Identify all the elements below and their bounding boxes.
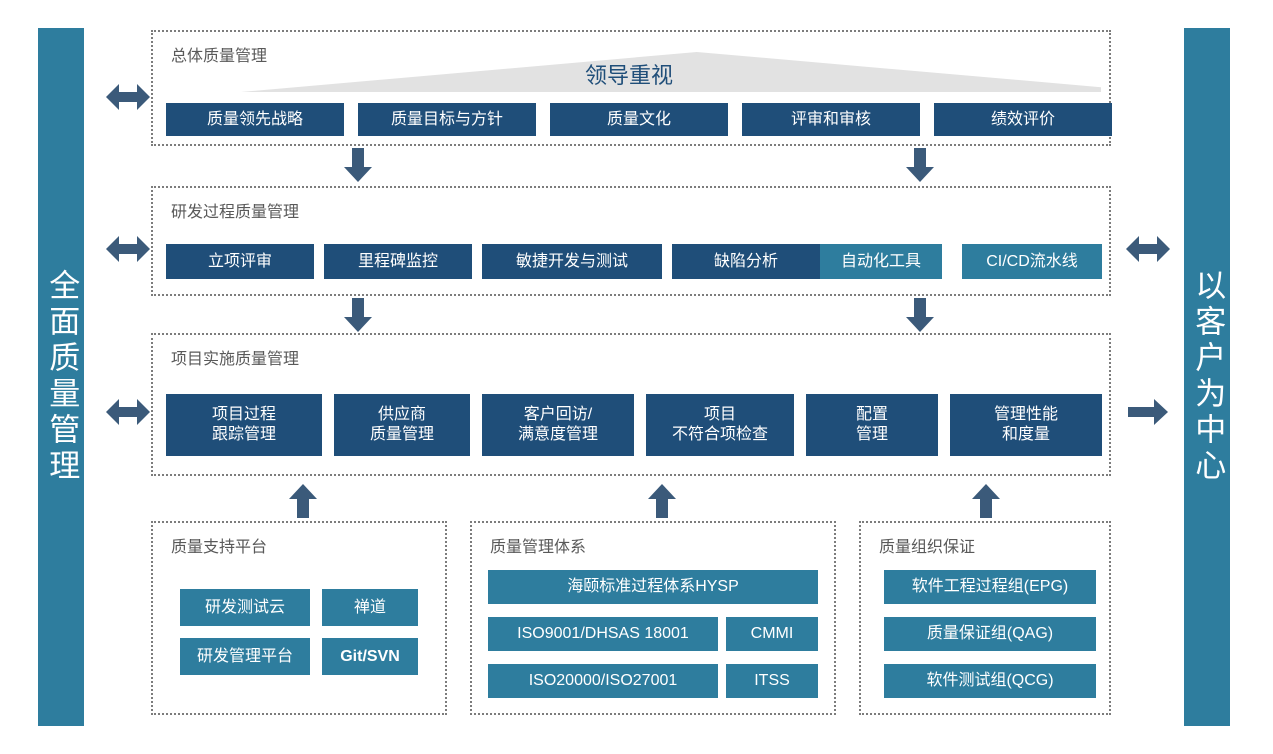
- pillar-total-quality-management: 全面质量管理: [38, 28, 84, 726]
- chip-cicd-pipeline[interactable]: CI/CD流水线: [962, 244, 1102, 279]
- chip-supplier-quality-management[interactable]: 供应商 质量管理: [334, 394, 470, 456]
- down-arrow-row2-left: [344, 298, 372, 332]
- up-arrow-support-platform: [289, 484, 317, 518]
- chip-defect-analysis[interactable]: 缺陷分析: [672, 244, 820, 279]
- chip-cmmi[interactable]: CMMI: [726, 617, 818, 651]
- group-title-project-implementation: 项目实施质量管理: [171, 351, 300, 368]
- chip-hysp-standard-process[interactable]: 海颐标准过程体系HYSP: [488, 570, 818, 604]
- group-title-overall: 总体质量管理: [171, 48, 268, 65]
- down-arrow-row2-right: [906, 298, 934, 332]
- double-arrow-left-row3: [106, 399, 150, 425]
- down-arrow-row1-left: [344, 148, 372, 182]
- chip-project-initiation-review[interactable]: 立项评审: [166, 244, 314, 279]
- group-title-support-platform: 质量支持平台: [171, 539, 268, 556]
- right-arrow-row3: [1128, 399, 1168, 425]
- group-title-organization-assurance: 质量组织保证: [879, 539, 976, 556]
- chip-epg[interactable]: 软件工程过程组(EPG): [884, 570, 1096, 604]
- chip-automation-tools[interactable]: 自动化工具: [820, 244, 942, 279]
- double-arrow-left-row2: [106, 236, 150, 262]
- group-title-rd-process: 研发过程质量管理: [171, 204, 300, 221]
- chip-project-nonconformity-check[interactable]: 项目 不符合项检查: [646, 394, 794, 456]
- up-arrow-organization-assurance: [972, 484, 1000, 518]
- double-arrow-left-row1: [106, 84, 150, 110]
- chip-git-svn[interactable]: Git/SVN: [322, 638, 418, 675]
- pillar-customer-centric: 以客户为中心: [1184, 28, 1230, 726]
- pillar-right-label: 以客户为中心: [1190, 269, 1226, 485]
- group-rd-process-quality-management: 研发过程质量管理: [151, 186, 1111, 296]
- down-arrow-row1-right: [906, 148, 934, 182]
- chip-agile-dev-and-test[interactable]: 敏捷开发与测试: [482, 244, 662, 279]
- leadership-emphasis-label: 领导重视: [585, 63, 674, 88]
- chip-milestone-monitoring[interactable]: 里程碑监控: [324, 244, 472, 279]
- chip-itss[interactable]: ITSS: [726, 664, 818, 698]
- chip-customer-visit-satisfaction[interactable]: 客户回访/ 满意度管理: [482, 394, 634, 456]
- chip-management-performance-metrics[interactable]: 管理性能 和度量: [950, 394, 1102, 456]
- chip-qcg[interactable]: 软件测试组(QCG): [884, 664, 1096, 698]
- chip-iso9001-dhsas18001[interactable]: ISO9001/DHSAS 18001: [488, 617, 718, 651]
- chip-quality-objectives-policy[interactable]: 质量目标与方针: [358, 103, 536, 136]
- group-title-management-system: 质量管理体系: [490, 539, 587, 556]
- chip-quality-leading-strategy[interactable]: 质量领先战略: [166, 103, 344, 136]
- chip-configuration-management[interactable]: 配置 管理: [806, 394, 938, 456]
- chip-zentao[interactable]: 禅道: [322, 589, 418, 626]
- chip-quality-culture[interactable]: 质量文化: [550, 103, 728, 136]
- chip-review-and-audit[interactable]: 评审和审核: [742, 103, 920, 136]
- chip-performance-evaluation[interactable]: 绩效评价: [934, 103, 1112, 136]
- chip-project-process-tracking[interactable]: 项目过程 跟踪管理: [166, 394, 322, 456]
- chip-rd-management-platform[interactable]: 研发管理平台: [180, 638, 310, 675]
- pillar-left-label: 全面质量管理: [44, 269, 80, 485]
- up-arrow-management-system: [648, 484, 676, 518]
- chip-iso20000-iso27001[interactable]: ISO20000/ISO27001: [488, 664, 718, 698]
- chip-qag[interactable]: 质量保证组(QAG): [884, 617, 1096, 651]
- chip-rd-test-cloud[interactable]: 研发测试云: [180, 589, 310, 626]
- double-arrow-right-row2: [1126, 236, 1170, 262]
